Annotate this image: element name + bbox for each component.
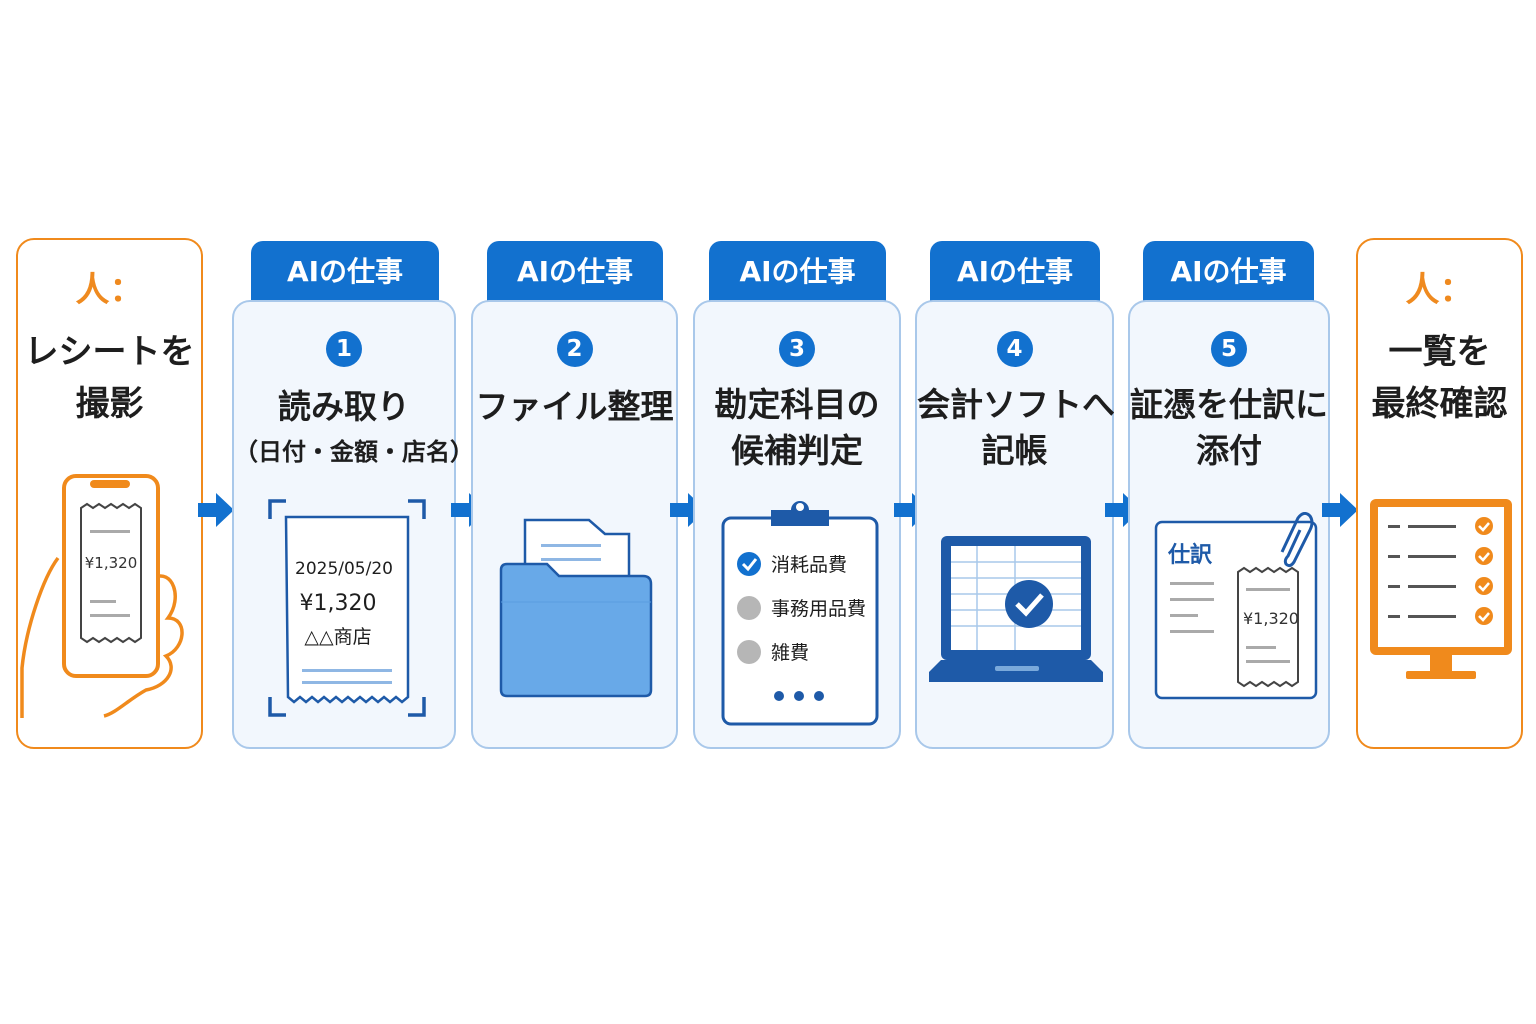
step-number-badge: 3 — [779, 331, 815, 367]
monitor-checklist-icon — [1370, 499, 1512, 679]
step-4-card: 4 会計ソフトへ 記帳 — [915, 300, 1115, 749]
clipboard-icon: 消耗品費 事務用品費 雑費 — [721, 501, 879, 726]
receipt-store: △△商店 — [304, 626, 371, 648]
step-title: レシートを 撮影 — [24, 332, 195, 424]
step-2-card: 2 ファイル整理 — [471, 300, 678, 749]
step-5-card: 5 証憑を仕訳に 添付 仕訳 ¥1,320 — [1128, 300, 1330, 749]
receipt-date: 2025/05/20 — [295, 559, 393, 579]
step-number-badge: 1 — [326, 331, 362, 367]
step-title: 証憑を仕訳に 添付 — [1130, 385, 1328, 470]
candidate-option: 事務用品費 — [737, 596, 866, 620]
candidate-label: 消耗品費 — [771, 554, 847, 576]
candidate-option: 雑費 — [737, 640, 809, 664]
step-human-review-card: 人： 一覧を 最終確認 — [1356, 238, 1523, 749]
tab-ai-task: AIの仕事 — [709, 241, 886, 303]
step-human-photo-card: 人： レシートを 撮影 ¥1,320 — [16, 238, 203, 749]
candidate-option: 消耗品費 — [737, 552, 847, 576]
step-title: 勘定科目の 候補判定 — [714, 385, 880, 470]
step-subtitle: （日付・金額・店名） — [234, 438, 474, 466]
receipt-amount: ¥1,320 — [300, 591, 377, 616]
folder-icon — [499, 518, 653, 698]
receipt-amount: ¥1,320 — [1243, 609, 1299, 628]
laptop-check-icon — [929, 536, 1103, 682]
human-label: 人： — [75, 270, 144, 310]
smartphone-receipt-icon: ¥1,320 — [20, 474, 184, 718]
step-title: 一覧を 最終確認 — [1371, 332, 1508, 424]
step-number-badge: 5 — [1211, 331, 1247, 367]
tab-ai-task: AIの仕事 — [487, 241, 663, 303]
candidate-label: 事務用品費 — [771, 598, 866, 620]
step-title: ファイル整理 — [475, 387, 674, 426]
step-number-badge: 2 — [556, 331, 593, 367]
step-title: 読み取り — [278, 387, 410, 426]
step-3-card: 3 勘定科目の 候補判定 消耗品費 事務用品費 雑費 — [693, 300, 901, 749]
step-1-card: 1 読み取り （日付・金額・店名） 2025/05/20 ¥1,320 △△商店 — [232, 300, 474, 749]
step-title: 会計ソフトへ 記帳 — [917, 385, 1115, 470]
journal-label: 仕訳 — [1167, 542, 1213, 568]
flow-arrow-icon — [198, 493, 234, 527]
flow-arrow-icon — [1322, 493, 1358, 527]
tab-ai-task: AIの仕事 — [251, 241, 439, 303]
journal-attachment-icon: 仕訳 ¥1,320 — [1154, 512, 1318, 700]
scanned-receipt-icon: 2025/05/20 ¥1,320 △△商店 — [268, 499, 426, 717]
step-number-badge: 4 — [996, 331, 1033, 367]
candidate-label: 雑費 — [771, 642, 809, 664]
receipt-amount: ¥1,320 — [85, 554, 138, 572]
tab-ai-task: AIの仕事 — [930, 241, 1100, 303]
tab-ai-task: AIの仕事 — [1143, 241, 1314, 303]
human-label: 人： — [1405, 270, 1474, 310]
